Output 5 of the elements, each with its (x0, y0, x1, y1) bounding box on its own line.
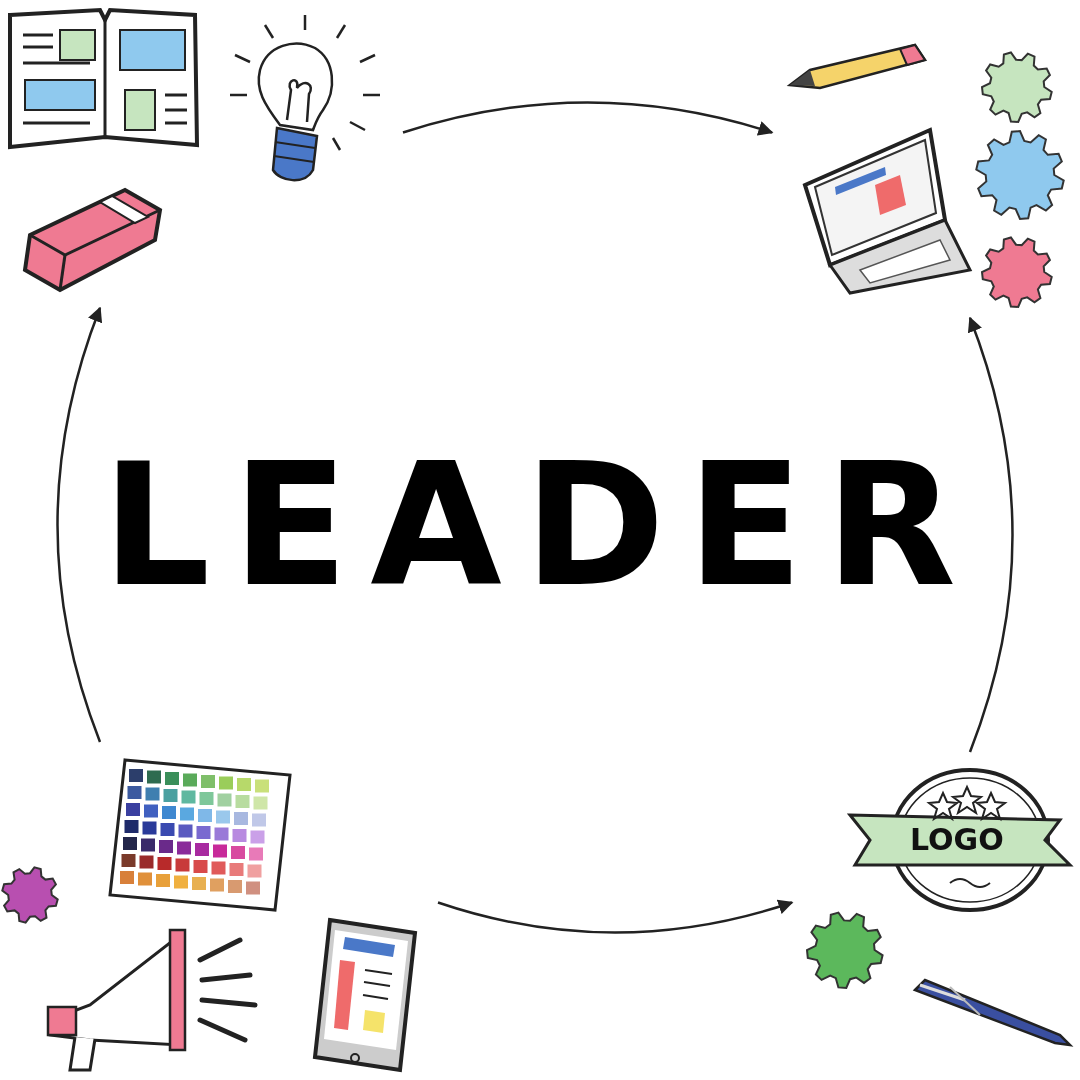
arrow (967, 316, 1014, 753)
arrow (437, 899, 794, 934)
arrow (402, 101, 774, 136)
title: LEADER (101, 426, 979, 624)
arrow (56, 306, 103, 743)
